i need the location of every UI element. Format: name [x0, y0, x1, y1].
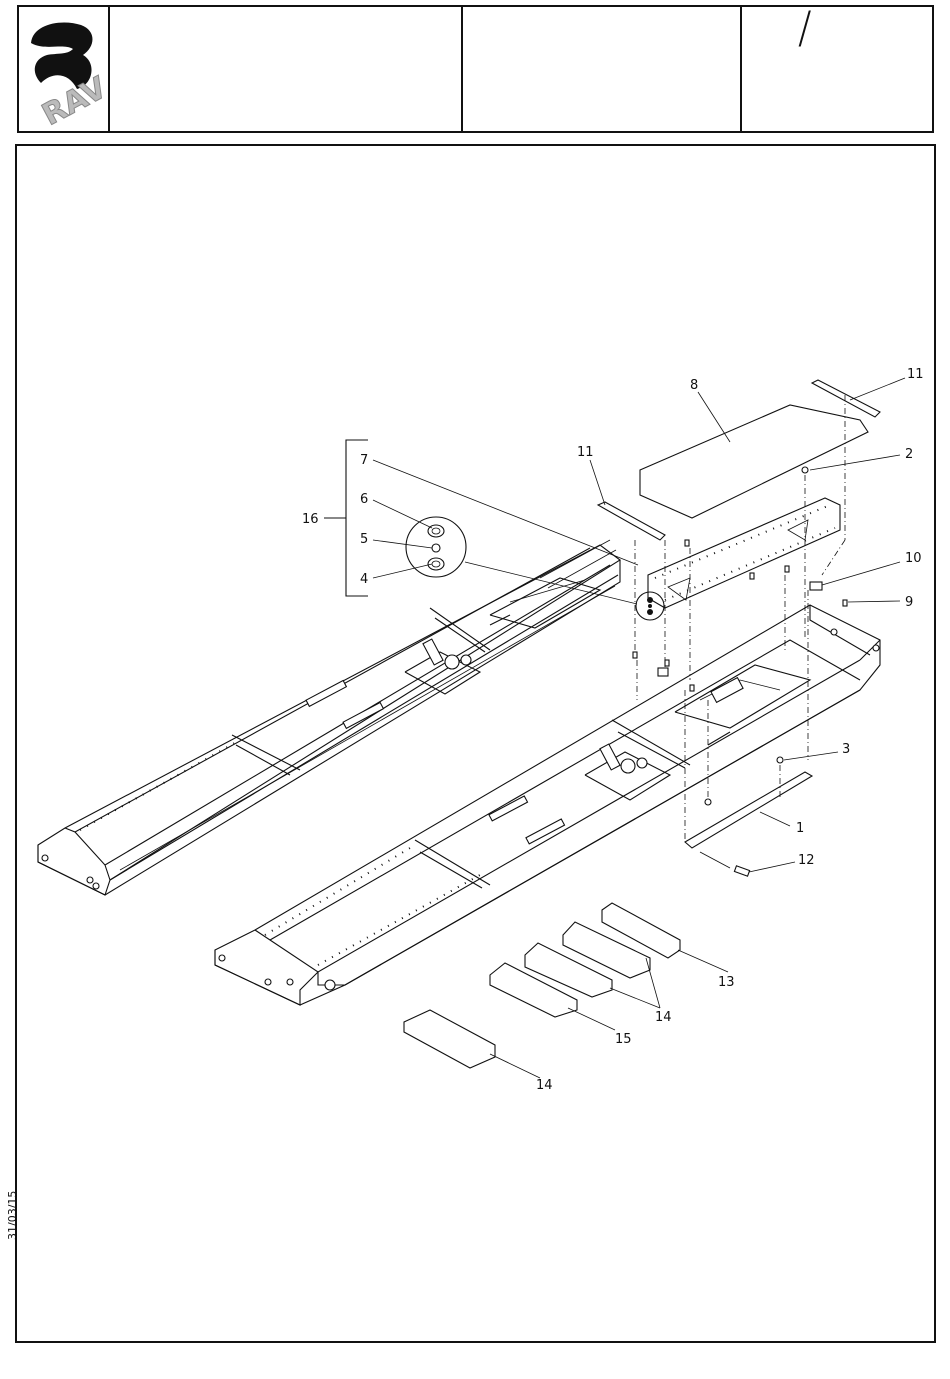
part-11-strip-left	[598, 502, 665, 540]
front-runway	[215, 605, 880, 1005]
label-14-single: 14	[536, 1078, 553, 1093]
label-9: 9	[905, 595, 913, 610]
label-8: 8	[690, 378, 698, 393]
label-12: 12	[798, 853, 815, 868]
label-15: 15	[615, 1032, 632, 1047]
label-3: 3	[842, 742, 850, 757]
label-11-right: 11	[907, 367, 924, 382]
label-4: 4	[360, 572, 368, 587]
label-11-left: 11	[577, 445, 594, 460]
label-7: 7	[360, 453, 368, 468]
label-6: 6	[360, 492, 368, 507]
label-10: 10	[905, 551, 922, 566]
part-10-block	[810, 582, 822, 590]
part-12-pin	[734, 866, 749, 876]
part-8-cover-plate	[640, 405, 868, 518]
part-7-support-plate	[648, 498, 840, 608]
label-13: 13	[718, 975, 735, 990]
label-2: 2	[905, 447, 913, 462]
detail-16-kit	[324, 440, 664, 620]
label-1: 1	[796, 821, 804, 836]
label-14-pads: 14	[655, 1010, 672, 1025]
part-1-bracket	[685, 772, 812, 848]
label-16: 16	[302, 512, 319, 527]
part-14-pad-c	[404, 1010, 495, 1068]
label-5: 5	[360, 532, 368, 547]
